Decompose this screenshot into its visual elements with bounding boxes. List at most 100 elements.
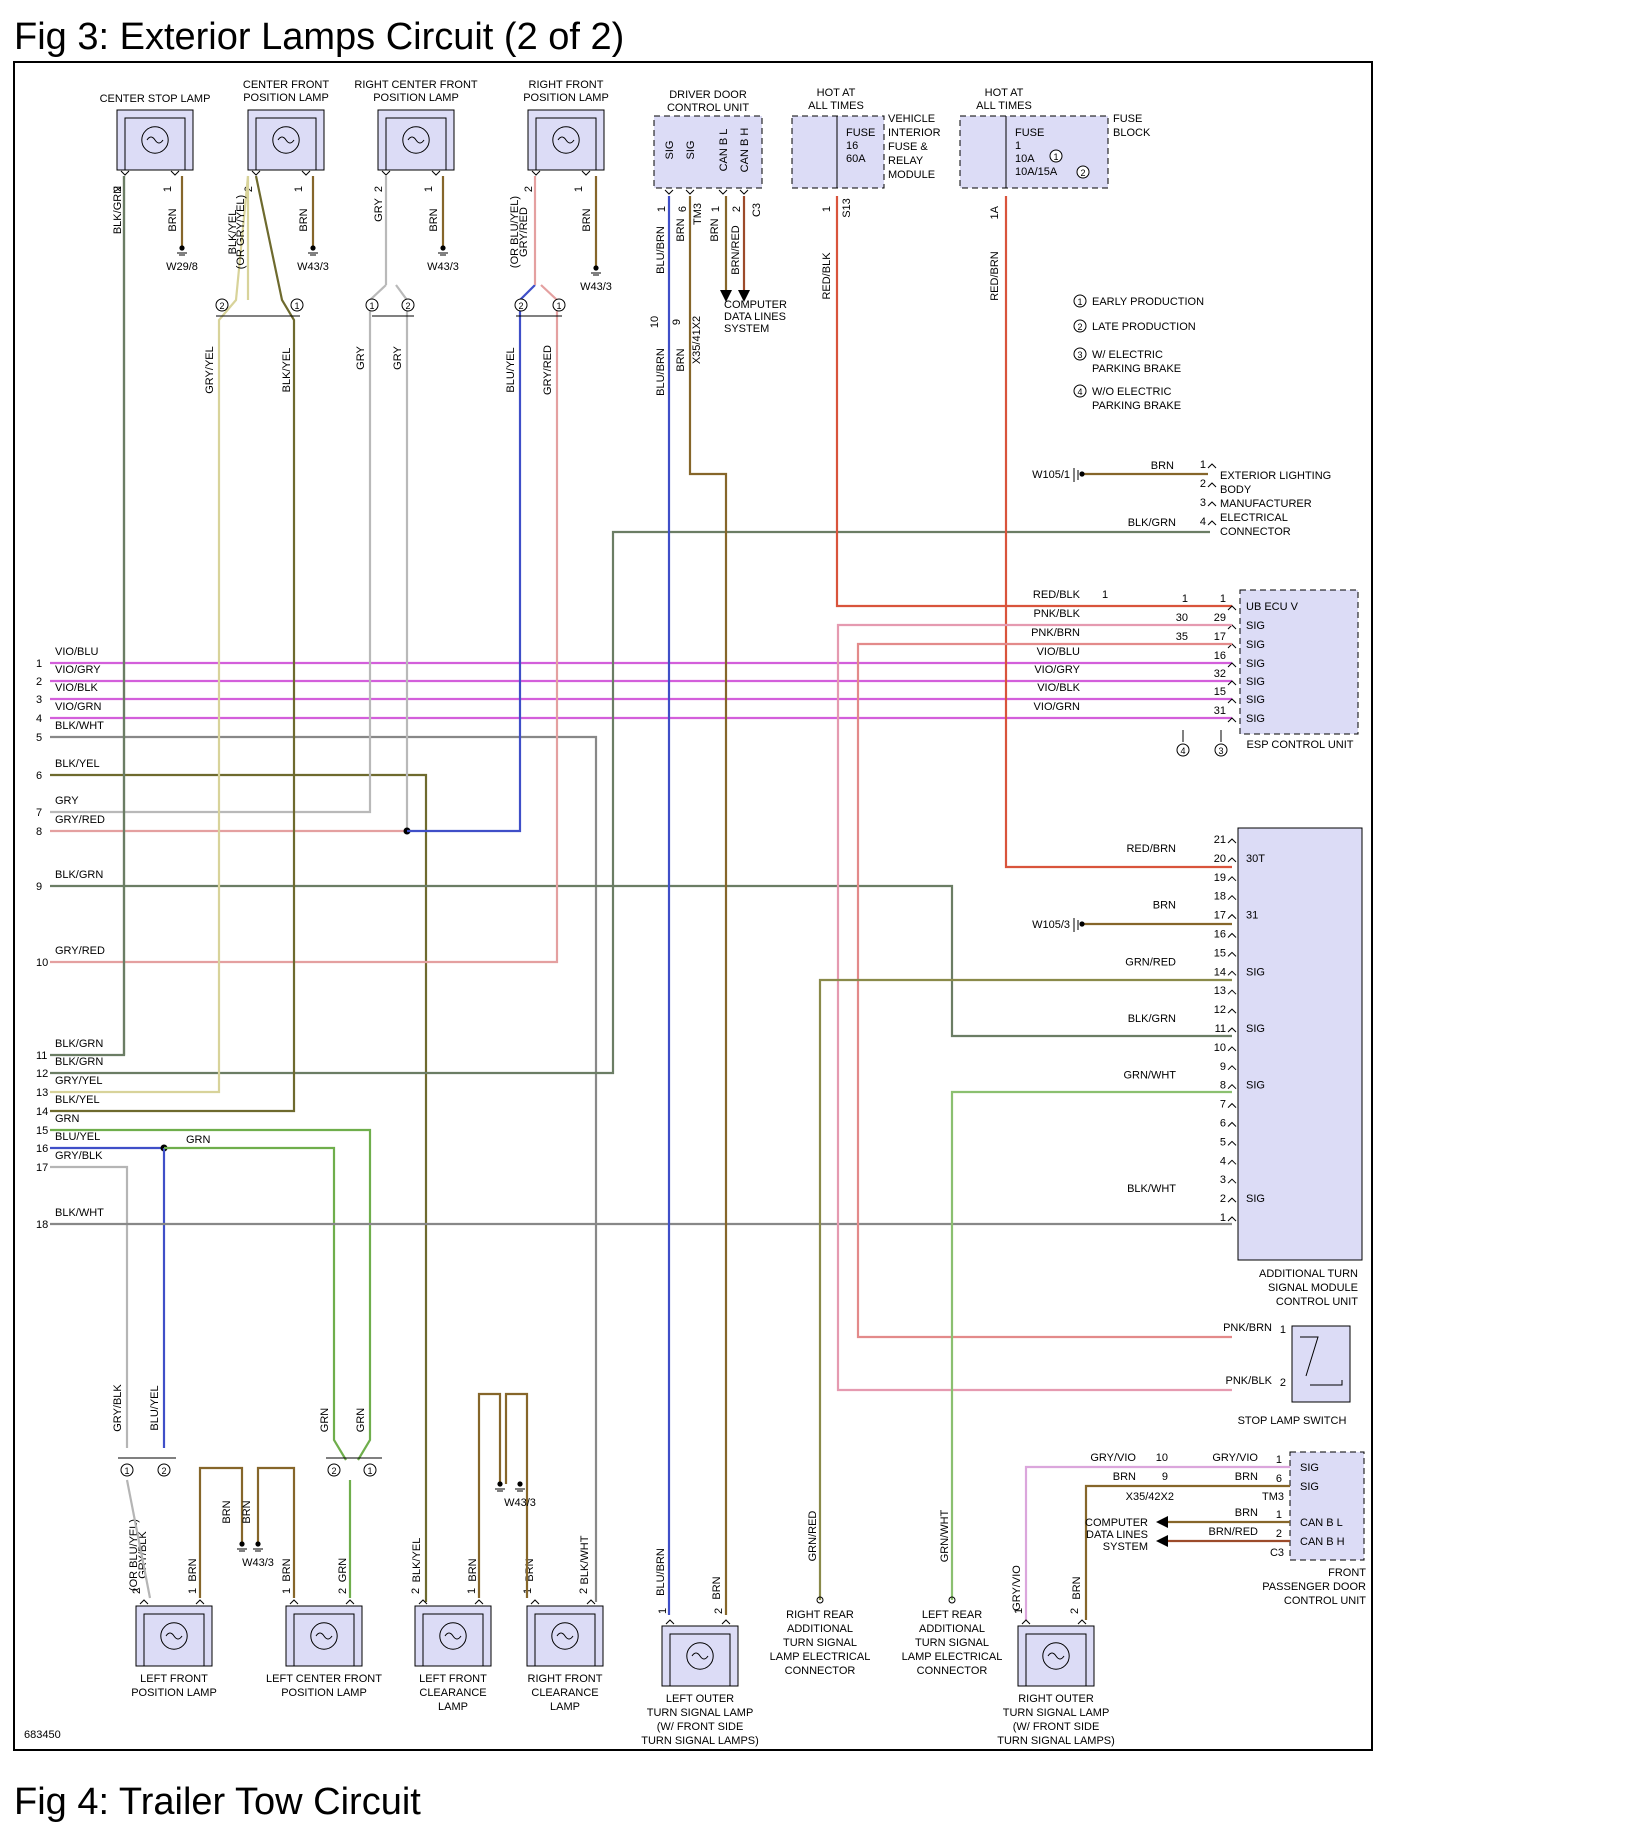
blk-grn-wire-3 [50, 530, 1210, 1075]
pin-number: 10 [1156, 1452, 1168, 1464]
fuse-label: 1 [1015, 140, 1021, 152]
wire-label: GRY/VIO [1212, 1452, 1258, 1464]
callout-circle [1049, 149, 1063, 163]
blk-yel-wire [50, 773, 428, 1602]
turn-signal-module [1237, 827, 1363, 1261]
computer-data-label: COMPUTER [1085, 1517, 1148, 1529]
ground-label: W105/1 [1032, 469, 1070, 481]
pin-marker [1227, 989, 1237, 995]
callout-circle [1073, 319, 1087, 333]
pin-number: 10 [1214, 1042, 1226, 1054]
hot-at-all-times: ALL TIMES [976, 100, 1032, 112]
pin-number: 1 [1013, 1608, 1025, 1614]
pin-marker [1227, 1197, 1237, 1203]
pin-marker [1207, 501, 1217, 507]
computer-data-label: COMPUTER [724, 299, 787, 311]
connector-pin-number: 13 [36, 1087, 48, 1099]
pin-number: 2 [731, 206, 743, 212]
pin-marker [739, 189, 749, 195]
pin-number: 2 [410, 1588, 422, 1594]
fuse-label: 10A/15A [1015, 166, 1058, 178]
bottom-lamp-name: TURN SIGNAL LAMP [647, 1707, 754, 1719]
diagram-frame [13, 61, 1373, 1751]
callout-circle [1073, 384, 1087, 398]
wire-label: GRY/RED [55, 945, 105, 957]
door-pin-label: SIG [664, 141, 676, 160]
pin-number: 9 [1220, 1061, 1226, 1073]
lamp-bulb-icon [310, 1622, 338, 1650]
lamp-filament-icon [1047, 1652, 1065, 1660]
connector-pin-number: 12 [36, 1068, 48, 1080]
pin-marker [1227, 894, 1237, 901]
computer-data-label: DATA LINES [724, 311, 786, 323]
connector-pin-number: 2 [36, 676, 42, 688]
wire-label: BRN [524, 1558, 536, 1581]
pin-number: 1 [281, 1588, 293, 1594]
pin-number: 6 [1276, 1473, 1282, 1485]
wire-label: BRN [298, 208, 310, 231]
driver-door-name: CONTROL UNIT [667, 102, 749, 114]
pin-number: 1 [1276, 1509, 1282, 1521]
bottom-lamp-name: CLEARANCE [419, 1687, 486, 1699]
wire-label: GRY/RED [55, 814, 105, 826]
fuse-label: 16 [846, 140, 858, 152]
wire-label: BRN [428, 208, 440, 231]
front-pass-name: PASSENGER DOOR [1262, 1581, 1366, 1593]
callout-number: 1 [367, 1466, 372, 1476]
stop-lamp-switch [1291, 1325, 1351, 1403]
rear-connector-name: LAMP ELECTRICAL [770, 1651, 871, 1663]
pin-marker [721, 1619, 731, 1625]
callout-number: 3 [1218, 746, 1223, 756]
arrow-icon [1156, 1535, 1168, 1547]
wire-label: RED/BRN [1126, 843, 1176, 855]
wire-label: BRN [1153, 900, 1176, 912]
callout-circle [1073, 347, 1087, 361]
pin-marker [418, 1599, 428, 1605]
pin-number: 35 [1176, 631, 1188, 643]
pin-marker [345, 1599, 355, 1605]
wire-label: BLK/GRN [112, 186, 124, 234]
wire-label: BLK/YEL [55, 758, 100, 770]
fuse-label: 10A [1015, 153, 1035, 165]
connector-id: C3 [751, 203, 763, 217]
pin-marker [586, 1599, 596, 1605]
callout-number: 2 [405, 301, 410, 311]
ground-icon [591, 272, 601, 276]
pin-marker [139, 1599, 149, 1605]
wire-label: BRN [675, 348, 687, 371]
bottom-lamp-name: TURN SIGNAL LAMPS) [997, 1735, 1115, 1747]
lamp-lead [534, 1613, 596, 1666]
turn-module-name: SIGNAL MODULE [1268, 1282, 1358, 1294]
lamp-filament-icon [556, 1632, 574, 1640]
hot-at-all-times: HOT AT [817, 87, 856, 99]
callout-circle [552, 298, 566, 312]
pin-number: 5 [1220, 1136, 1226, 1148]
ground-icon [177, 252, 187, 256]
blk-grn-wire [50, 884, 1232, 1038]
wire-label: BRN [1151, 460, 1174, 472]
pin-number: 1 [1200, 459, 1206, 471]
lamp-lead [1025, 1633, 1087, 1686]
pin-number: 6 [1220, 1118, 1226, 1130]
lamp-filament-icon [691, 1652, 709, 1660]
pin-marker [1227, 605, 1237, 611]
wire-label: GRN [55, 1113, 80, 1125]
grn-red-wire [818, 978, 1232, 1600]
gry-vio-wire [1024, 1465, 1290, 1620]
module-pin-label: SIG [1246, 1023, 1265, 1035]
pin-number: 6 [677, 206, 689, 212]
ground-icon [237, 1548, 247, 1552]
wire-label: GRY/RED [518, 207, 530, 257]
connector-pin-number: 7 [36, 807, 42, 819]
grn-wht-wire [950, 1090, 1232, 1600]
callout-number: 2 [518, 301, 523, 311]
wire-label: BLK/GRN [1128, 1013, 1176, 1025]
brn-wire [688, 196, 728, 1615]
callout-circle [1076, 165, 1090, 179]
wire-label: GRN/WHT [1123, 1070, 1176, 1082]
wire-label: BRN [1071, 1576, 1083, 1599]
wire-label: GRN [337, 1558, 349, 1583]
ground-dot [179, 245, 185, 251]
pin-marker [1227, 680, 1237, 686]
